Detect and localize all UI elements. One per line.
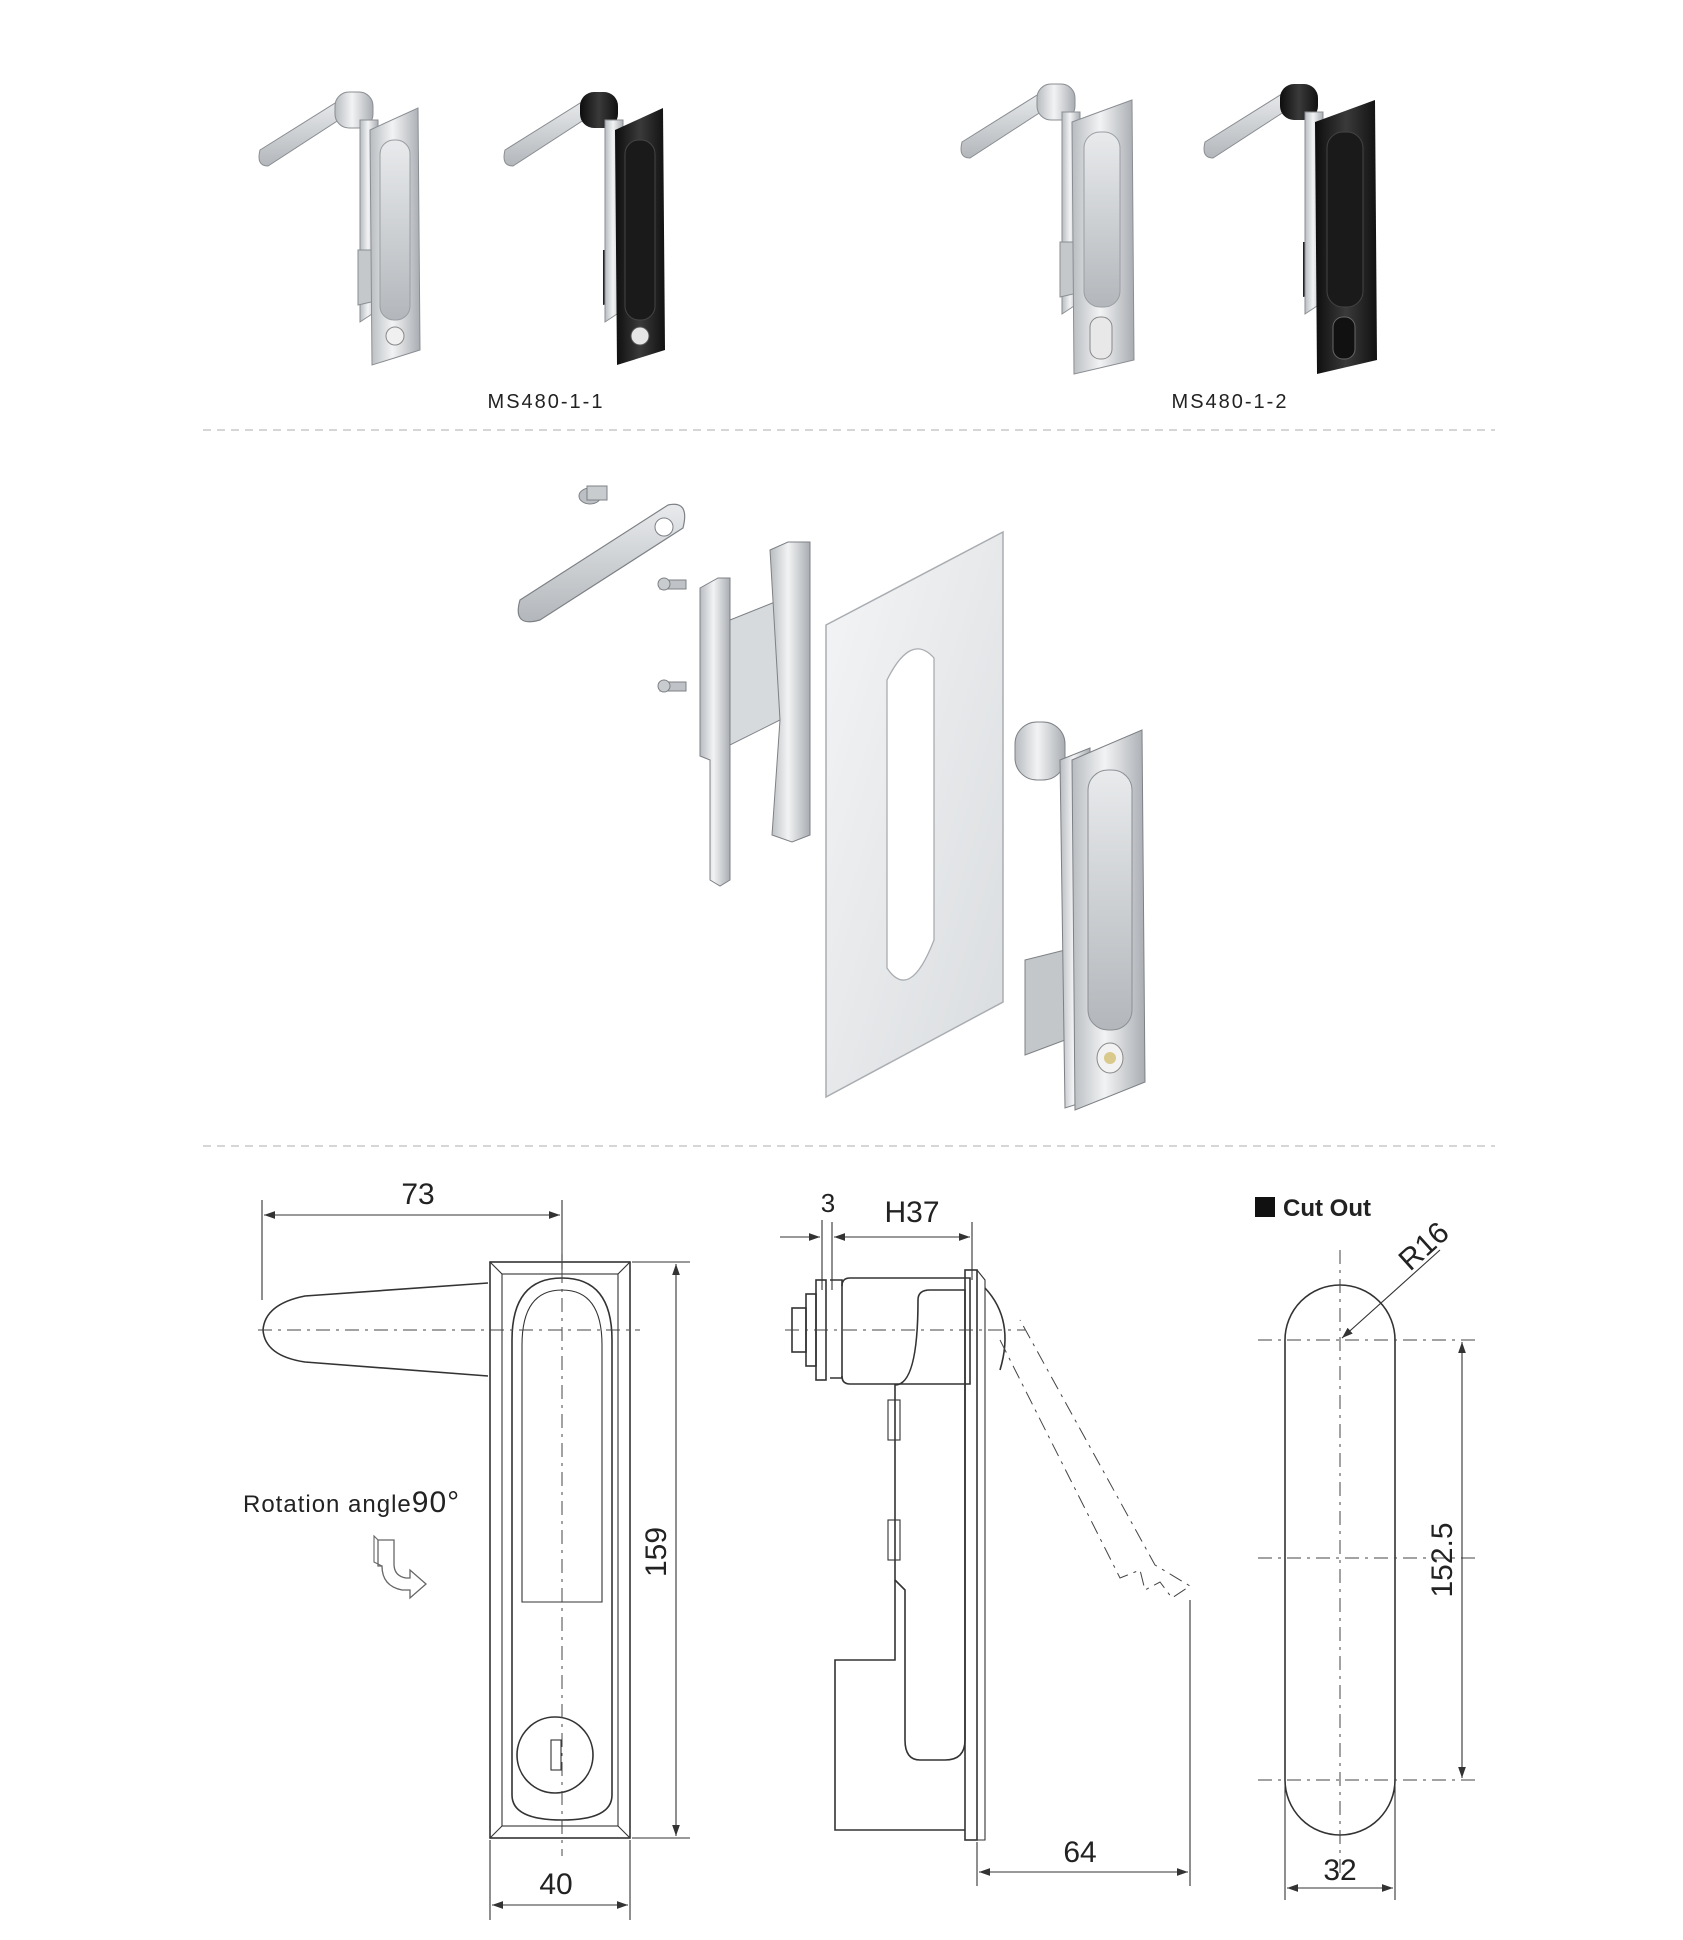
cutout-drawing: Cut Out R16 152.5 32 (1255, 1195, 1478, 1900)
exploded-view (517, 485, 1146, 1111)
latch-image-black-1 (503, 92, 665, 365)
dim-depth: 64 (1063, 1836, 1096, 1869)
product-ms480-1-2: MS480-1-2 (960, 83, 1377, 413)
rotation-label: Rotation angle90° (243, 1486, 460, 1519)
cam-bar-part (517, 503, 686, 623)
cutout-square-icon (1255, 1197, 1275, 1217)
latch-image-chrome-2 (960, 83, 1135, 375)
dim-width: 32 (1323, 1854, 1356, 1887)
model-caption: MS480-1-1 (488, 391, 605, 413)
product-ms480-1-1: MS480-1-1 (258, 91, 665, 413)
dim-height: 159 (640, 1527, 673, 1577)
model-caption: MS480-1-2 (1172, 391, 1289, 413)
dim-width-top: 73 (401, 1178, 434, 1211)
dim-plate: 3 (821, 1188, 835, 1218)
latch-image-black-2 (1203, 84, 1377, 374)
cutout-title: Cut Out (1283, 1195, 1371, 1222)
dim-width-bottom: 40 (539, 1868, 572, 1901)
latch-image-chrome-1 (258, 91, 421, 366)
bracket-part (699, 541, 811, 887)
side-view-drawing: 3 H37 64 (780, 1188, 1191, 1886)
screw-part (657, 679, 687, 693)
screw-part (657, 577, 687, 591)
dim-radius: R16 (1393, 1216, 1456, 1277)
latch-body-part (1014, 721, 1146, 1111)
rotation-arrow-icon (373, 1534, 427, 1600)
screw-part (578, 485, 608, 505)
dim-h: H37 (884, 1196, 939, 1229)
front-view-drawing: 73 159 40 Rotation angle90° (243, 1178, 690, 1920)
panel-plate (825, 530, 1004, 1099)
dim-length: 152.5 (1426, 1522, 1459, 1597)
